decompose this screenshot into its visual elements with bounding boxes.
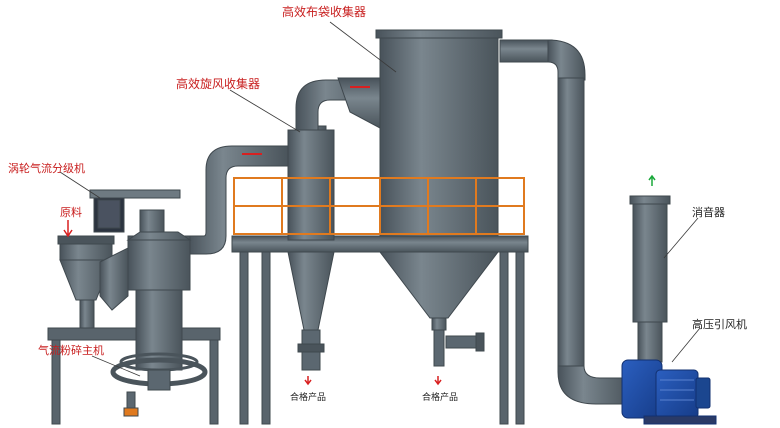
classifier-to-cyclone-duct [187, 145, 289, 255]
label-product-left: 合格产品 [290, 393, 327, 403]
label-classifier: 涡轮气流分级机 [8, 162, 85, 175]
jet-mill-main-unit [110, 289, 208, 417]
label-fan: 高压引风机 [692, 318, 747, 331]
label-silencer: 消音器 [692, 206, 725, 219]
label-product-right: 合格产品 [422, 393, 459, 403]
cyclone-to-baghouse-duct [295, 77, 381, 131]
label-baghouse: 高效布袋收集器 [282, 5, 367, 19]
silencer [629, 195, 671, 363]
baghouse-outlet-duct [499, 39, 631, 405]
high-pressure-fan [621, 359, 717, 425]
flow-arrows [63, 86, 656, 386]
platform-railing [233, 177, 525, 235]
label-cyclone: 高效旋风收集器 [176, 77, 261, 91]
leader-lines [59, 21, 701, 377]
turbo-classifier [89, 189, 192, 311]
baghouse-collector [375, 29, 503, 367]
label-raw-material: 原料 [60, 206, 82, 219]
raw-material-feeder [57, 235, 115, 329]
label-main-mill: 气流粉碎主机 [38, 344, 104, 357]
